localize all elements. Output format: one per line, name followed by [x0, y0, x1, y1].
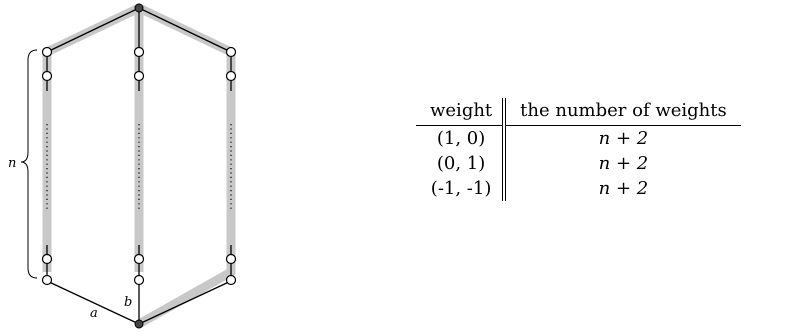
weight-cell: (-1, -1) [416, 176, 507, 201]
edge-top-left [46, 7, 140, 53]
header-weight: weight [416, 98, 507, 126]
weight-cell: (1, 0) [416, 125, 507, 151]
web-diagram: n a b [8, 3, 237, 329]
table-header-row: weight the number of weights [416, 98, 741, 126]
top-vertex [134, 3, 144, 13]
edge-label-a: a [90, 306, 98, 321]
open-vertices [41, 46, 237, 286]
table-row: (1, 0) n + 2 [416, 125, 741, 151]
brace-label: n [8, 156, 16, 171]
brace [20, 49, 38, 279]
count-cell: n + 2 [598, 153, 649, 174]
table-row: (0, 1) n + 2 [416, 151, 741, 176]
bottom-vertex [134, 319, 144, 329]
edge-a [46, 280, 140, 325]
edge-label-b: b [124, 295, 132, 310]
weights-table: weight the number of weights (1, 0) n + … [416, 98, 741, 201]
edges [46, 7, 232, 325]
dotted-continuations [46, 124, 232, 212]
weight-cell: (0, 1) [416, 151, 507, 176]
edge-bottom-right [138, 280, 232, 325]
count-cell: n + 2 [598, 178, 649, 199]
count-cell: n + 2 [598, 128, 649, 149]
header-count: the number of weights [504, 98, 741, 126]
edge-top-right [138, 7, 232, 53]
table-row: (-1, -1) n + 2 [416, 176, 741, 201]
